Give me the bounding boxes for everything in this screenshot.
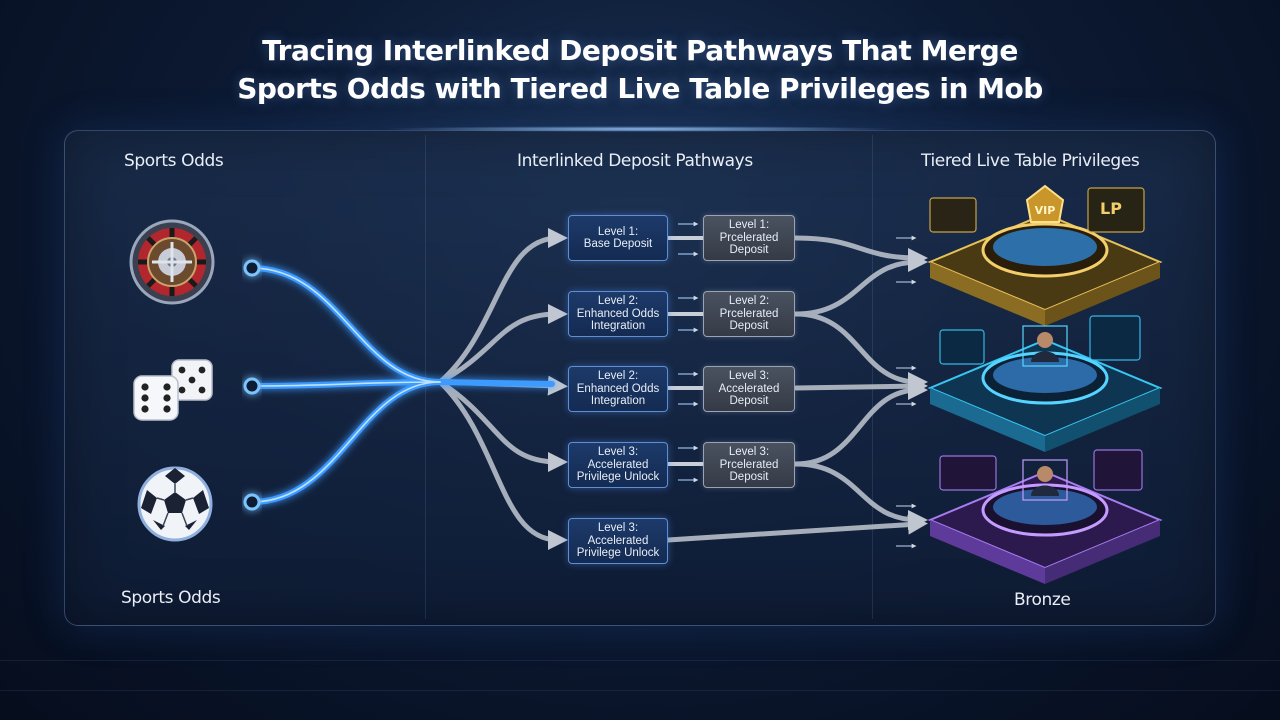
panel-top-glow	[380, 126, 900, 132]
deposit-node-4-line-2: Prcelerated	[719, 458, 779, 471]
pipe-deposit-2-to-blue	[793, 311, 928, 392]
level-node-1-line-1: Level 1:	[597, 225, 639, 238]
dealer-icon	[1022, 325, 1068, 367]
deposit-node-4-line-1: Level 3:	[728, 446, 770, 459]
deposit-node-3-line-1: Level 3:	[728, 370, 770, 383]
tier-purple-platform	[927, 449, 1163, 584]
pipe-hub-to-center	[437, 379, 555, 387]
deposit-node-1-line-3: Deposit	[729, 244, 769, 257]
svg-text:LP: LP	[1100, 199, 1122, 218]
floor-grid-line	[0, 690, 1280, 691]
level-node-5-line-1: Level 3:	[597, 522, 639, 535]
deposit-node-4-line-3: Deposit	[729, 471, 769, 484]
footer-label-bronze: Bronze	[1014, 590, 1071, 610]
deposit-node-3-line-2: Accelerated	[718, 382, 780, 395]
dice-icon	[133, 359, 213, 421]
deposit-node-2: Level 2: Prcelerated Deposit	[703, 291, 795, 337]
pipe-roulette	[249, 265, 443, 385]
pipe-hub-to-level-3b	[437, 379, 568, 550]
column-label-sports-odds: Sports Odds	[124, 151, 224, 171]
deposit-node-2-line-1: Level 2:	[728, 295, 770, 308]
level-node-5-line-2: Accelerated	[587, 534, 649, 547]
level-node-4-line-3: Privilege Unlock	[576, 471, 660, 484]
deposit-node-1: Level 1: Prcelerated Deposit	[703, 215, 795, 261]
column-label-tiered-privileges: Tiered Live Table Privileges	[921, 151, 1140, 171]
level-node-3-line-3: Integration	[590, 395, 646, 408]
soccer-ball-icon	[137, 466, 213, 542]
title-line-2: Sports Odds with Tiered Live Table Privi…	[237, 72, 1043, 105]
pipe-soccer	[249, 379, 443, 505]
floor-grid-line	[0, 660, 1280, 661]
level-node-3: Level 2: Enhanced Odds Integration	[568, 366, 668, 412]
source-dot-soccer	[243, 493, 261, 511]
tier-gold-platform: LP	[927, 187, 1163, 326]
vip-crown-icon: VIP	[1025, 184, 1065, 223]
page-title: Tracing Interlinked Deposit Pathways Tha…	[0, 32, 1280, 108]
deposit-node-2-line-2: Prcelerated	[719, 307, 779, 320]
level-node-4-line-1: Level 3:	[597, 446, 639, 459]
column-divider-left	[425, 135, 426, 619]
pipe-hub-to-level-1	[437, 228, 568, 385]
pipe-deposit-4-to-purple	[793, 461, 928, 530]
pipe-level-3b-to-purple	[665, 514, 928, 543]
level-node-3-line-1: Level 2:	[597, 370, 639, 383]
level-node-2-line-2: Enhanced Odds	[576, 307, 660, 320]
tier-blue-platform	[927, 315, 1163, 452]
deposit-node-3-line-3: Deposit	[729, 395, 769, 408]
level-node-1: Level 1: Base Deposit	[568, 215, 668, 261]
deposit-node-1-line-2: Prcelerated	[719, 231, 779, 244]
column-label-deposit-pathways: Interlinked Deposit Pathways	[517, 151, 753, 171]
deposit-node-1-line-1: Level 1:	[728, 219, 770, 232]
deposit-node-3: Level 3: Accelerated Deposit	[703, 366, 795, 412]
pipe-hub-to-level-3a	[437, 379, 568, 472]
level-node-1-line-2: Base Deposit	[583, 238, 653, 250]
footer-label-sports-odds: Sports Odds	[121, 588, 221, 608]
deposit-node-2-line-3: Deposit	[729, 320, 769, 333]
level-node-2: Level 2: Enhanced Odds Integration	[568, 291, 668, 337]
level-node-5: Level 3: Accelerated Privilege Unlock	[568, 518, 668, 564]
column-divider-right	[872, 135, 873, 619]
pipe-deposit-4-to-blue	[793, 380, 928, 467]
level-node-3-line-2: Enhanced Odds	[576, 382, 660, 395]
level-node-4: Level 3: Accelerated Privilege Unlock	[568, 442, 668, 488]
title-line-1: Tracing Interlinked Deposit Pathways Tha…	[262, 34, 1018, 67]
roulette-wheel-icon	[129, 219, 215, 305]
source-dot-roulette	[243, 259, 261, 277]
dealer-icon	[1022, 459, 1068, 501]
level-node-5-line-3: Privilege Unlock	[576, 547, 660, 560]
pipe-hub-to-level-2a	[437, 304, 568, 385]
deposit-node-4: Level 3: Prcelerated Deposit	[703, 442, 795, 488]
level-node-2-line-3: Integration	[590, 320, 646, 333]
source-dot-dice	[243, 377, 261, 395]
pipe-deposit-3-to-blue	[793, 376, 928, 397]
pipe-deposit-2-to-gold	[793, 252, 928, 317]
level-node-4-line-2: Accelerated	[587, 458, 649, 471]
level-node-2-line-1: Level 2:	[597, 295, 639, 308]
pipe-deposit-1-to-gold	[793, 235, 928, 268]
vip-badge-text: VIP	[1035, 204, 1056, 217]
